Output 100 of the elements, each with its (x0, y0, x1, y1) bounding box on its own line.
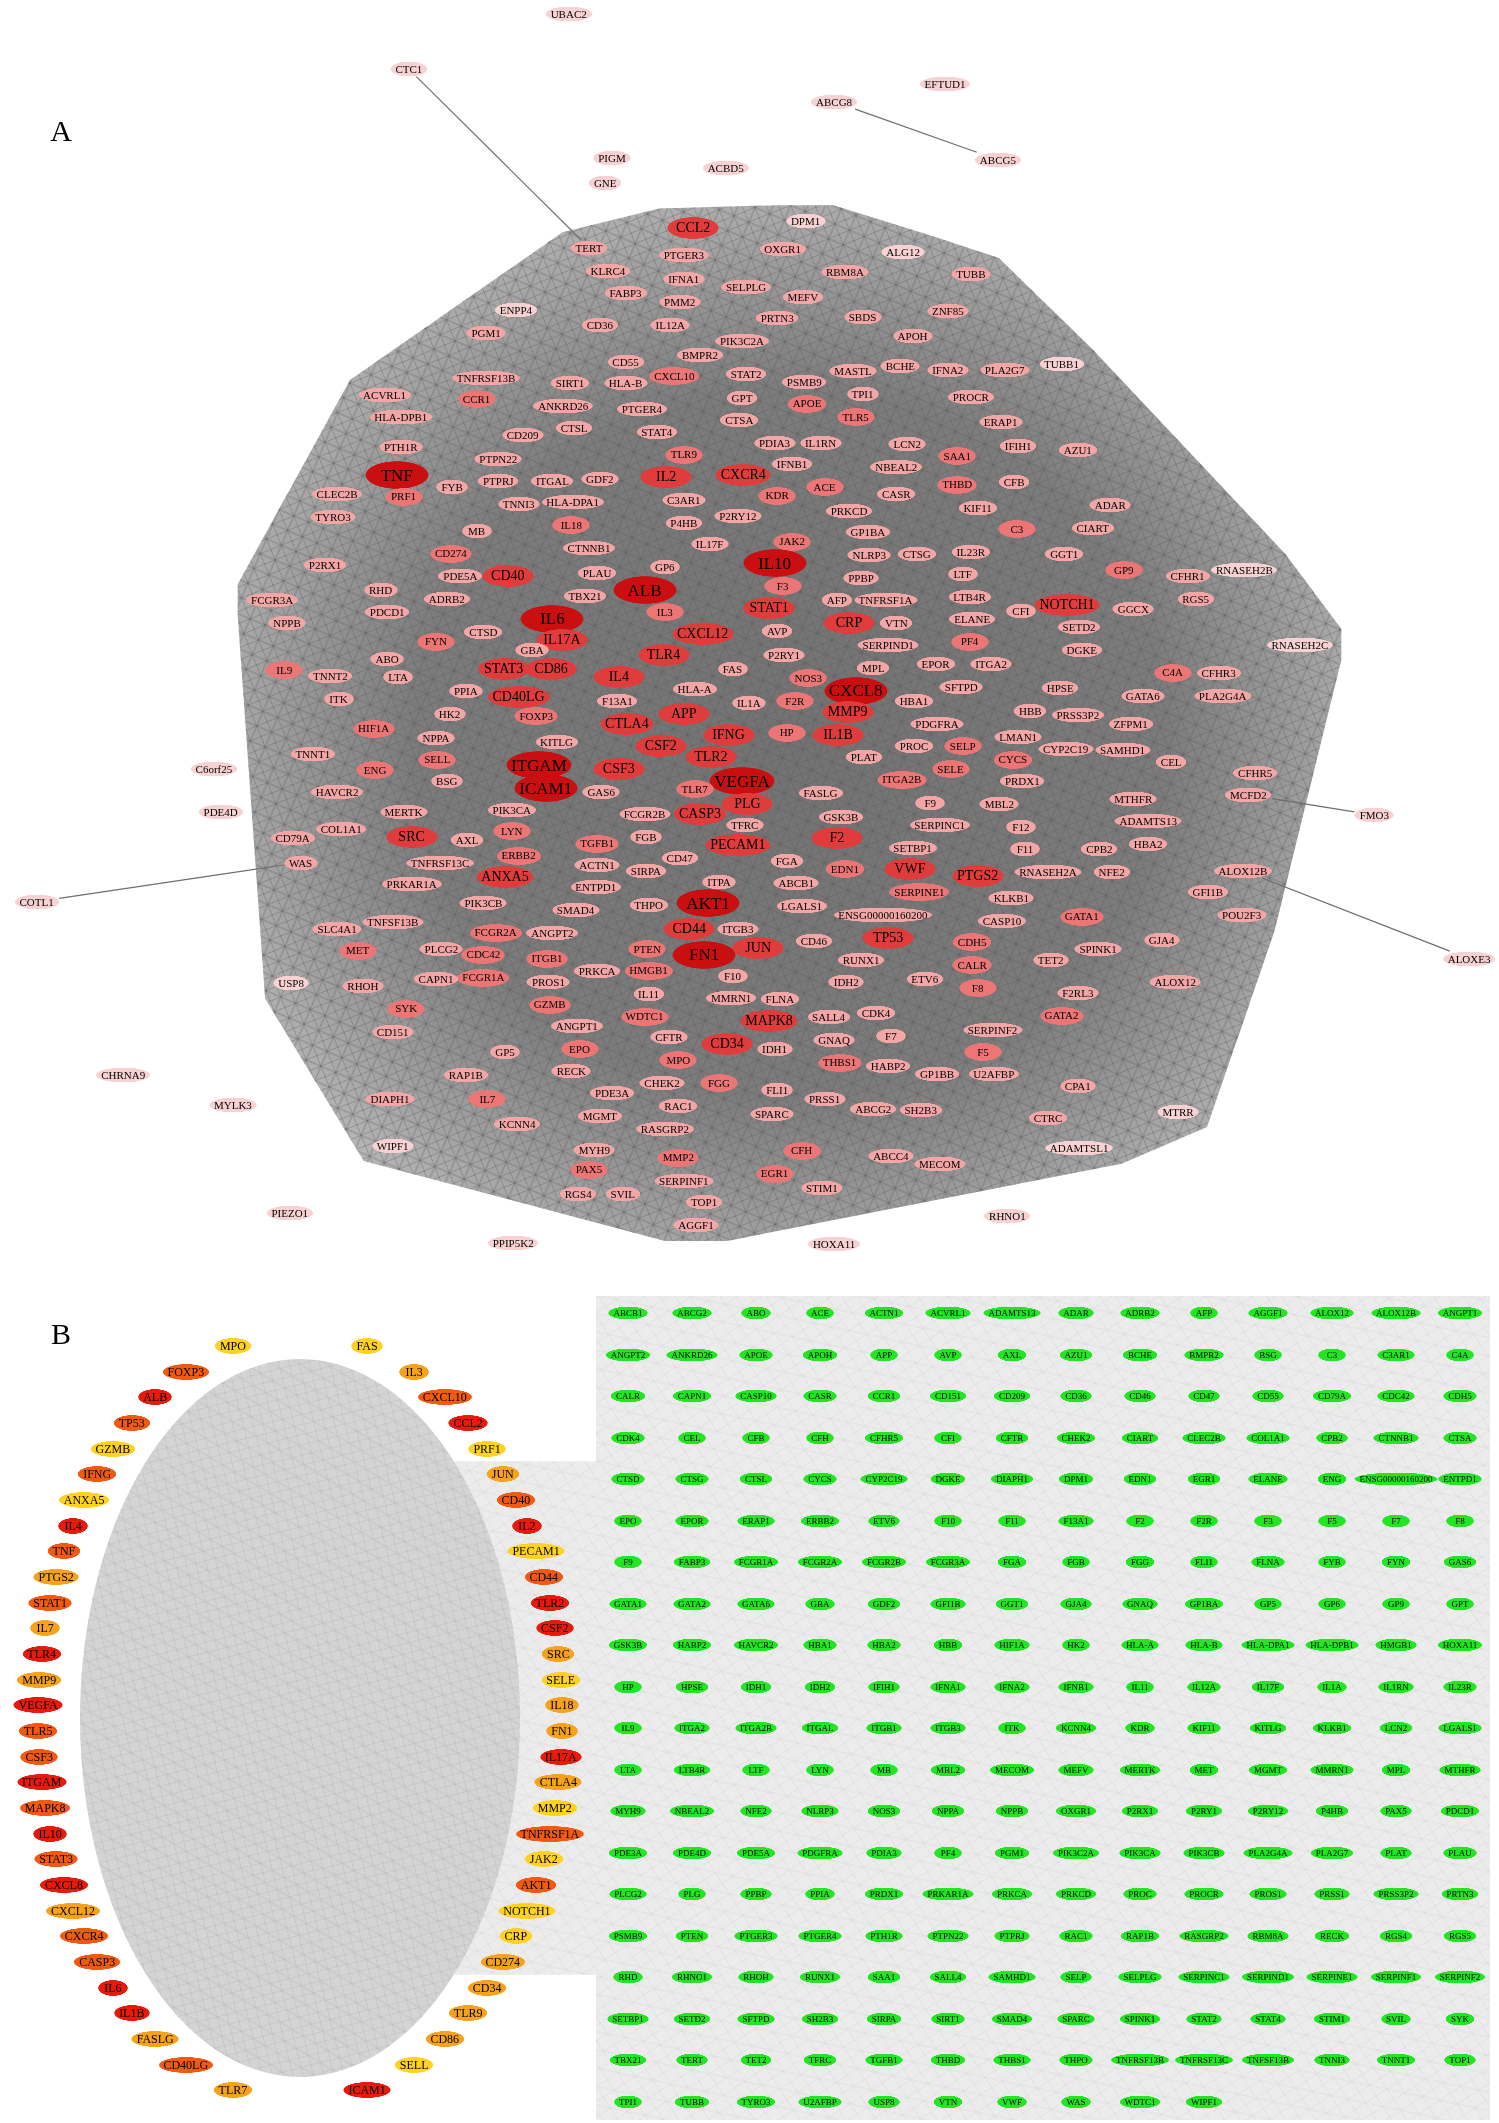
gene-node: U2AFBP (968, 1066, 1020, 1082)
gene-node: TLR5 (836, 408, 875, 426)
gene-node: COTL1 (14, 894, 60, 910)
gene-node: RHD (363, 582, 398, 598)
gene-node: F8 (1446, 1514, 1474, 1527)
gene-node: CFB (742, 1431, 770, 1444)
gene-node: PTH1R (378, 439, 423, 455)
gene-node: MYH9 (610, 1804, 646, 1818)
gene-node: CYCS (993, 750, 1033, 769)
gene-node: CFHR5 (1232, 765, 1278, 781)
gene-node: PTEN (675, 1929, 709, 1942)
gene-node: OXGR1 (1055, 1804, 1097, 1818)
gene-node: TNF (47, 1543, 81, 1560)
gene-node: MTHFR (1439, 1763, 1481, 1776)
gene-node: PLAU (1443, 1846, 1477, 1859)
gene-node: SERPINF1 (653, 1173, 714, 1189)
gene-node: PRKCD (825, 503, 873, 518)
gene-node: RAP1B (443, 1067, 489, 1083)
gene-node: SERPINE1 (888, 883, 950, 902)
gene-node: IL3 (645, 603, 684, 621)
gene-node: IL18 (544, 1697, 579, 1714)
gene-node: F12 (1005, 819, 1036, 835)
gene-node: IL23R (951, 544, 991, 560)
gene-node: DPM1 (1058, 1472, 1094, 1486)
gene-node: FCGR3A (925, 1555, 971, 1569)
gene-node: CASP10 (977, 913, 1027, 929)
gene-node: STAT2 (725, 366, 767, 382)
gene-node: ENPP4 (494, 302, 538, 318)
gene-node: SELPLG (1118, 1970, 1162, 1984)
gene-node: IL10 (742, 549, 807, 578)
gene-node: P2RX1 (303, 557, 347, 573)
gene-node: SVIL (1381, 2012, 1411, 2025)
gene-node: ANGPT1 (1437, 1306, 1483, 1320)
gene-node: HMGB1 (1375, 1638, 1417, 1652)
gene-node: APOH (892, 328, 933, 344)
gene-node: CASP3 (73, 1953, 121, 1970)
gene-node: ITGB3 (716, 921, 759, 937)
gene-node: CD36 (581, 317, 619, 333)
gene-node: GNAQ (813, 1032, 856, 1048)
gene-node: FAS (717, 661, 748, 677)
gene-node: PRTN3 (755, 310, 799, 326)
gene-node: FYN (417, 632, 455, 651)
gene-node: F5 (964, 1043, 1002, 1062)
gene-node: GP5 (1254, 1597, 1282, 1610)
gene-node: GP6 (649, 559, 680, 575)
gene-node: HOXA11 (1437, 1638, 1483, 1652)
gene-node: RNASEH2A (1014, 864, 1082, 880)
gene-node: KDR (1125, 1721, 1155, 1735)
gene-node: RGS5 (1177, 591, 1215, 606)
gene-node: PDCD1 (1440, 1804, 1480, 1818)
gene-node: GP1BA (1184, 1597, 1224, 1610)
gene-node: PTPN22 (927, 1929, 969, 1942)
gene-node: SPARC (749, 1106, 794, 1122)
gene-node: C3AR1 (1377, 1348, 1415, 1361)
gene-node: CDC42 (461, 945, 506, 964)
gene-node: CEL (1155, 754, 1187, 770)
gene-node: ITK (998, 1721, 1026, 1735)
gene-node: F2 (810, 827, 863, 850)
gene-node: SLC4A1 (312, 921, 363, 937)
gene-node: JUN (732, 936, 785, 959)
gene-node: PLCG2 (609, 1887, 647, 1901)
gene-node: CAPN1 (413, 971, 459, 987)
gene-node: CASR (803, 1389, 837, 1403)
gene-node: IFNB1 (1058, 1680, 1094, 1693)
gene-node: C6orf25 (190, 761, 238, 777)
gene-node: TNFRSF1A (515, 1825, 585, 1842)
gene-node: VEGFA (13, 1697, 64, 1714)
gene-node: CPB2 (1316, 1431, 1348, 1444)
gene-node: ERAP1 (737, 1514, 775, 1527)
gene-node: AZU1 (1059, 1348, 1093, 1361)
gene-node: APOE (739, 1348, 773, 1361)
gene-node: HOXA11 (807, 1236, 861, 1252)
gene-node: NPPA (417, 730, 455, 746)
gene-node: LGALS1 (776, 898, 828, 914)
gene-node: SVIL (605, 1186, 641, 1202)
gene-node: IDH1 (740, 1680, 772, 1693)
gene-node: ZNF85 (926, 303, 969, 319)
gene-node: PTPRJ (477, 473, 519, 489)
gene-node: ADAR (1058, 1306, 1094, 1320)
gene-node: IL11 (1126, 1680, 1154, 1693)
gene-node: ABO (370, 651, 405, 667)
gene-node: CHRNA9 (95, 1067, 151, 1083)
gene-node: APP (870, 1348, 898, 1361)
gene-node: HLA-B (603, 375, 648, 391)
gene-node: THPO (629, 897, 669, 912)
gene-node: APOH (802, 1348, 838, 1361)
gene-node: PLA2G7 (1310, 1846, 1354, 1859)
gene-node: F13A1 (1058, 1514, 1094, 1527)
gene-node: FGA (997, 1555, 1027, 1569)
gene-node: NPPA (931, 1804, 965, 1818)
gene-node: TNNI3 (497, 496, 540, 512)
gene-node: PLA2G7 (979, 362, 1030, 378)
gene-node: ADRB2 (423, 591, 471, 606)
gene-node: FCGR2A (797, 1555, 843, 1569)
edge-line (1261, 877, 1451, 952)
gene-node: RECK (551, 1063, 592, 1079)
gene-node: HMGB1 (624, 961, 674, 980)
gene-node: STAT4 (636, 424, 678, 440)
gene-node: CALR (952, 956, 993, 975)
gene-node: TGFB1 (575, 834, 620, 853)
